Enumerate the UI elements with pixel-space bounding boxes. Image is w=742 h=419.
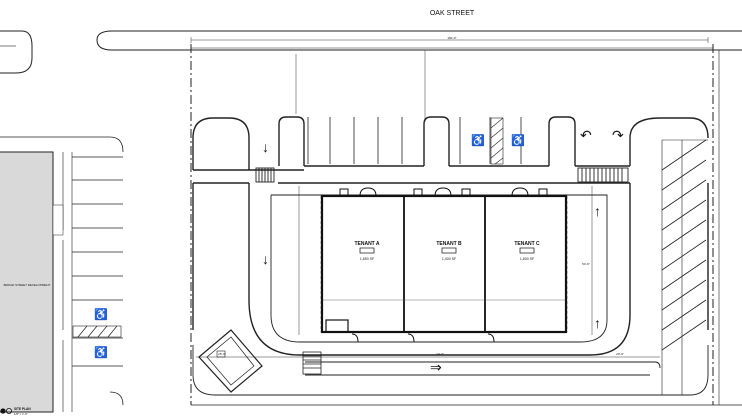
accessible-icon: ♿ <box>94 346 108 359</box>
title-block-title: SITE PLAN <box>14 407 31 411</box>
building <box>320 187 568 343</box>
neighbor-aisle-hatch <box>72 325 122 338</box>
tenant-c-area: 1,600 SF <box>520 257 534 261</box>
tenant-c-name: TENANT C <box>514 241 540 247</box>
tenant-a: TENANT A 1,650 SF <box>354 241 379 261</box>
neighbor-development: BROAD STREET DEVELOPMENT <box>0 151 64 413</box>
bike-rack-east <box>577 167 629 183</box>
site-curbs <box>192 116 709 396</box>
accessible-stalls: ♿ ♿ ♿ ♿ <box>94 134 525 359</box>
turn-right-icon: ↷ <box>612 127 624 143</box>
street-label: OAK STREET <box>430 10 475 17</box>
neighbor-parking <box>0 136 124 412</box>
dim-side-setback: 25'-0" <box>218 352 226 356</box>
turn-left-icon: ↶ <box>580 127 592 143</box>
tenant-a-name: TENANT A <box>354 241 379 247</box>
title-block: SITE PLAN 1/8" = 1'-0" <box>0 407 31 416</box>
trash-enclosure <box>198 329 263 393</box>
right-arrow-icon: ⇒ <box>430 359 442 375</box>
up-arrow-icon: ↑ <box>594 203 601 219</box>
title-block-scale: 1/8" = 1'-0" <box>14 412 28 416</box>
dim-front-setback: 20'-0" <box>616 352 624 356</box>
accessible-icon: ♿ <box>94 308 108 321</box>
up-arrow-icon: ↑ <box>594 315 601 331</box>
dim-overall-width: 190'-0" <box>447 36 456 40</box>
tenant-b-name: TENANT B <box>436 241 462 247</box>
down-arrow-icon: ↓ <box>262 139 269 155</box>
tenant-b: TENANT B 1,400 SF <box>436 241 462 261</box>
accessible-icon: ♿ <box>511 134 525 147</box>
parking-stalls-east <box>661 139 707 351</box>
tenant-c: TENANT C 1,600 SF <box>514 241 540 261</box>
parking-stalls-north <box>307 117 522 164</box>
access-aisle-hatch <box>490 117 504 165</box>
tenant-b-area: 1,400 SF <box>442 257 456 261</box>
neighbor-label: BROAD STREET DEVELOPMENT <box>4 283 51 287</box>
down-arrow-icon: ↓ <box>262 251 269 267</box>
crosswalk <box>302 351 322 375</box>
dim-drive-aisle: 24'-0" <box>436 352 444 356</box>
property-line <box>190 44 742 406</box>
dim-building-depth: 54'-6" <box>582 262 590 266</box>
traffic-arrows: ↓ ↓ ↑ ↑ ↶ ↷ ⇒ <box>262 127 624 375</box>
north-arrow-icon <box>6 407 12 414</box>
bike-rack-west <box>255 167 275 183</box>
tenant-a-area: 1,650 SF <box>360 257 374 261</box>
section-marker-icon <box>0 408 6 414</box>
oak-street: OAK STREET <box>0 10 742 74</box>
accessible-icon: ♿ <box>471 134 485 147</box>
